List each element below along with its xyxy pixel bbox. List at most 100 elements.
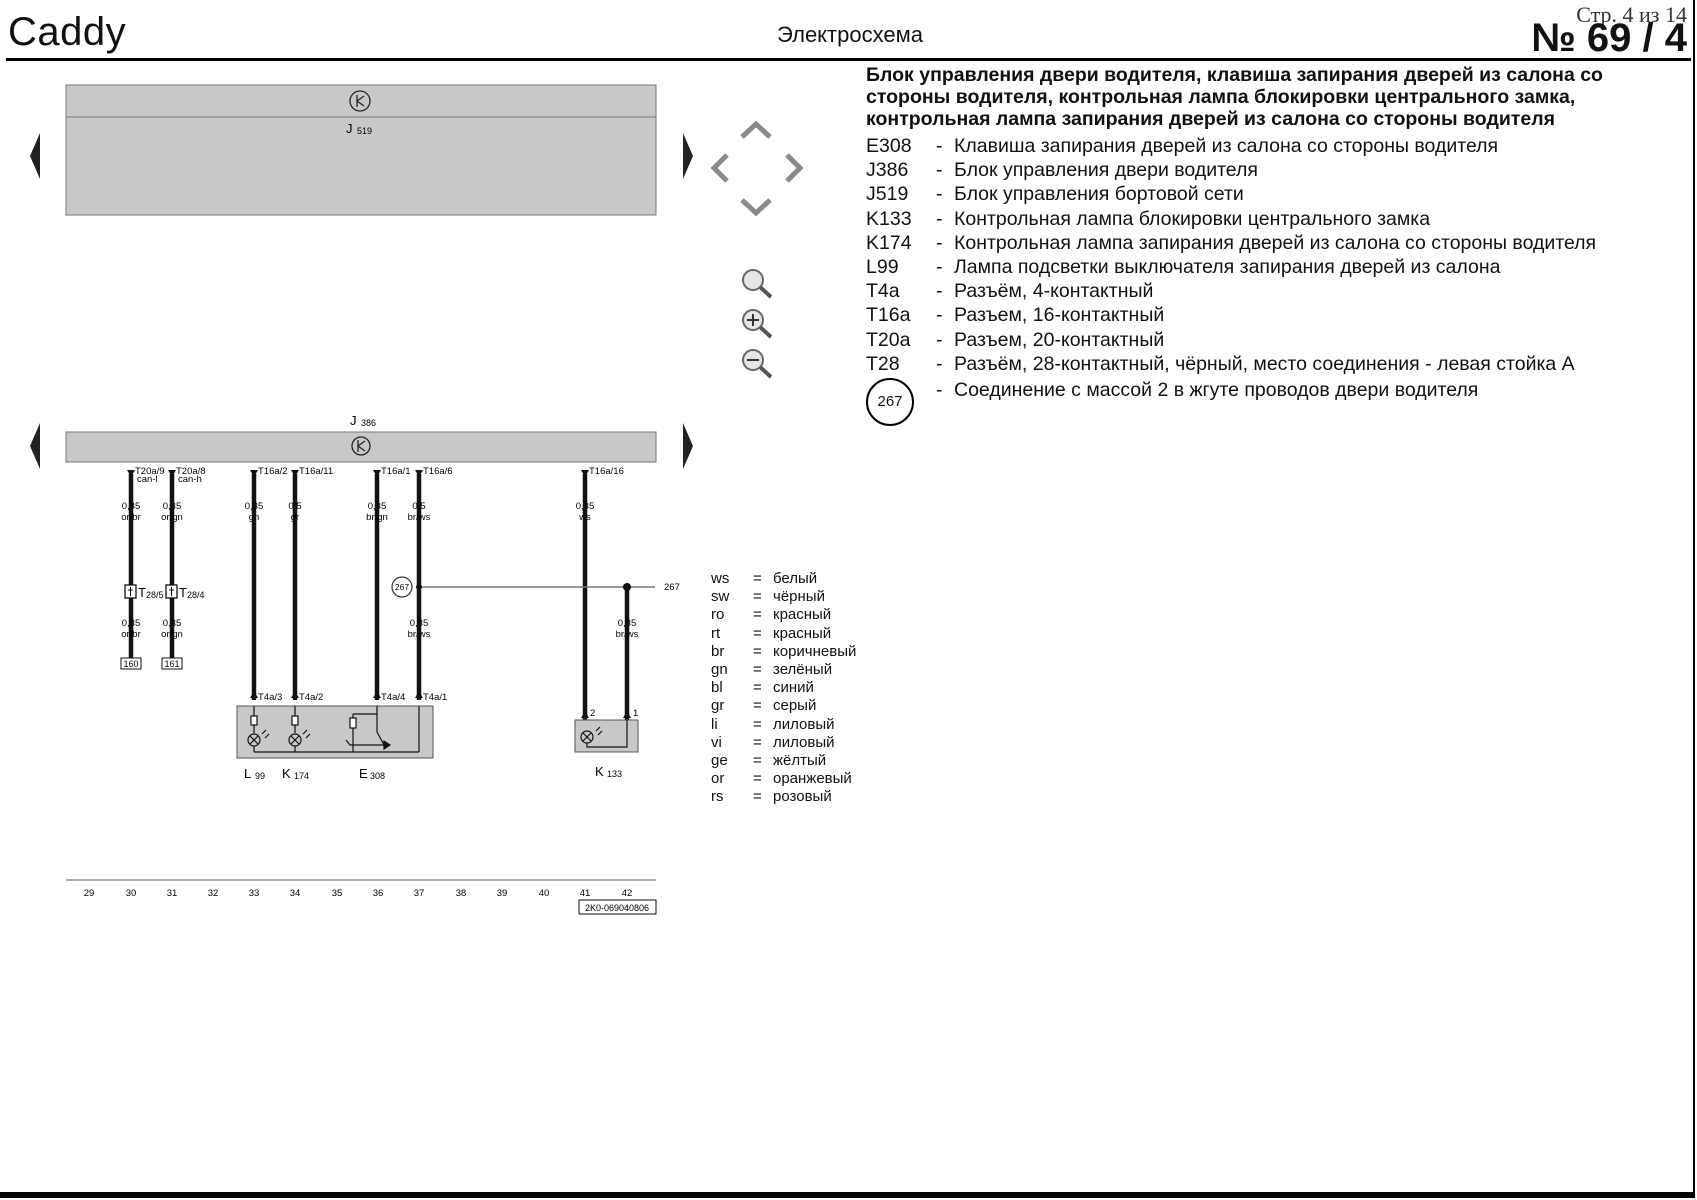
ground-join-dot [416,584,422,590]
wire-size: 0,35 [618,618,637,629]
wire-size: 0,35 [122,501,141,512]
svg-text:T4a/4: T4a/4 [381,692,405,703]
svg-text:99: 99 [255,771,265,781]
pin-extra: can-l [137,474,158,485]
wire-size: 0,35 [410,618,429,629]
track-number: 41 [580,888,591,899]
svg-text:K: K [282,766,291,781]
track-number: 32 [208,888,219,899]
t28-connector-4: T 28/4 [165,584,205,600]
k174-lamp-symbol [254,706,419,753]
svg-text:160: 160 [123,659,138,669]
track-number: 35 [332,888,343,899]
wire-size: 0,35 [368,501,387,512]
svg-text:28/5: 28/5 [146,590,164,600]
pan-up-icon[interactable] [740,120,772,139]
svg-text:E: E [359,766,368,781]
legend-item: J386-Блок управления двери водителя [866,159,1258,182]
legend-item: T28-Разъём, 28-контактный, чёрный, место… [866,352,1575,375]
color-row: ws=белый [711,570,818,587]
svg-text:161: 161 [164,659,179,669]
wiring-diagram: J 519 J 386 [30,84,804,915]
pan-left-icon[interactable] [710,153,729,183]
legend-item: K174-Контрольная лампа запирания дверей … [866,231,1597,254]
j519-module [65,84,657,216]
track-numbers: 29 30 31 32 33 34 35 36 37 38 39 40 41 4… [84,888,633,899]
t28-connector-5: T 28/5 [124,584,164,600]
pin-label: T16a/11 [299,466,333,477]
zoom-icon[interactable] [742,269,773,299]
ground-splice-dot [623,583,631,591]
prev-page-arrow-icon[interactable] [30,133,40,179]
next-section-arrow-icon[interactable] [683,423,693,469]
svg-text:T4a/1: T4a/1 [423,692,447,703]
legend-item: K133-Контрольная лампа блокировки центра… [866,207,1431,230]
legend-item: L99-Лампа подсветки выключателя запирани… [866,256,1501,279]
next-page-arrow-icon[interactable] [683,133,693,179]
wire-size: 0,35 [163,501,182,512]
wire-color: br/gn [366,512,388,523]
pin-extra: can-h [178,474,202,485]
color-row: bl=синий [711,679,814,697]
wire-color: gn [249,512,260,523]
svg-text:K: K [595,764,604,779]
svg-text:L: L [244,766,251,781]
wire-color: gr [291,512,299,523]
pan-right-icon[interactable] [785,153,804,183]
pin-label: T16a/2 [258,466,288,477]
track-number: 42 [622,888,633,899]
track-number: 38 [456,888,467,899]
j386-ecu-icon [351,436,371,456]
vehicle-model: Caddy [8,10,127,54]
color-row: rt=красный [711,624,832,642]
svg-text:T: T [138,585,146,600]
j519-ecu-icon [349,90,371,112]
svg-text:T4a/2: T4a/2 [299,692,323,703]
e308-switch-unit [236,705,434,759]
prev-section-arrow-icon[interactable] [30,423,40,469]
document-code-box: 2K0-069040806 [578,899,657,915]
j386-label: J [350,413,357,428]
pin-label: T20a/8 [176,466,206,477]
wire-color: br/ws [408,629,431,640]
ref-box-160[interactable]: 160 [120,657,142,670]
end-pin-arrows [250,691,631,718]
pin-label: T16a/16 [589,466,624,477]
track-number: 31 [167,888,178,899]
svg-text:308: 308 [370,771,385,781]
pin-label: T16a/1 [381,466,411,477]
ref-box-161[interactable]: 161 [161,657,183,670]
color-row: ge=жёлтый [711,752,827,770]
header-rule [6,58,1691,61]
page-indicator: Стр. 4 из 14 [1576,2,1687,27]
legend-item: T16a-Разъем, 16-контактный [866,304,1165,327]
wire-color: or/gn [161,629,183,640]
j519-label: J [346,121,353,136]
legend-item: T20a-Разъем, 20-контактный [866,328,1165,351]
color-row: or=оранжевый [711,770,852,788]
wire-size: 0,35 [122,618,141,629]
legend-title: Блок управления двери водителя, клавиша … [866,64,1603,130]
svg-text:174: 174 [294,771,309,781]
svg-text:T4a/3: T4a/3 [258,692,282,703]
zoom-out-icon[interactable] [742,349,773,379]
zoom-in-icon[interactable] [742,309,773,339]
end-pin-labels: T4a/3 T4a/2 T4a/4 T4a/1 2 1 [258,692,638,719]
wire-size: 0,5 [412,501,425,512]
ground-symbol-icon: 267 [866,378,914,427]
ground-267-symbol: 267 [391,576,413,598]
wire-specs-lower: 0,35 or/br 0,35 or/gn 0,35 br/ws 0,35 br… [121,618,638,640]
color-row: gr=серый [711,697,817,715]
wire-color: ws [578,512,591,523]
pin-label: T20a/9 [135,466,165,477]
wire-size: 0,35 [576,501,595,512]
track-number: 39 [497,888,508,899]
pan-down-icon[interactable] [740,198,772,217]
pin-arrows [127,470,589,477]
j519-sub: 519 [357,126,372,136]
wire-color: br/ws [616,629,639,640]
component-labels: L 99 K 174 E 308 K 133 [244,764,622,781]
wire-size: 0,35 [163,618,182,629]
wire-color: or/gn [161,512,183,523]
svg-text:1: 1 [633,708,638,719]
